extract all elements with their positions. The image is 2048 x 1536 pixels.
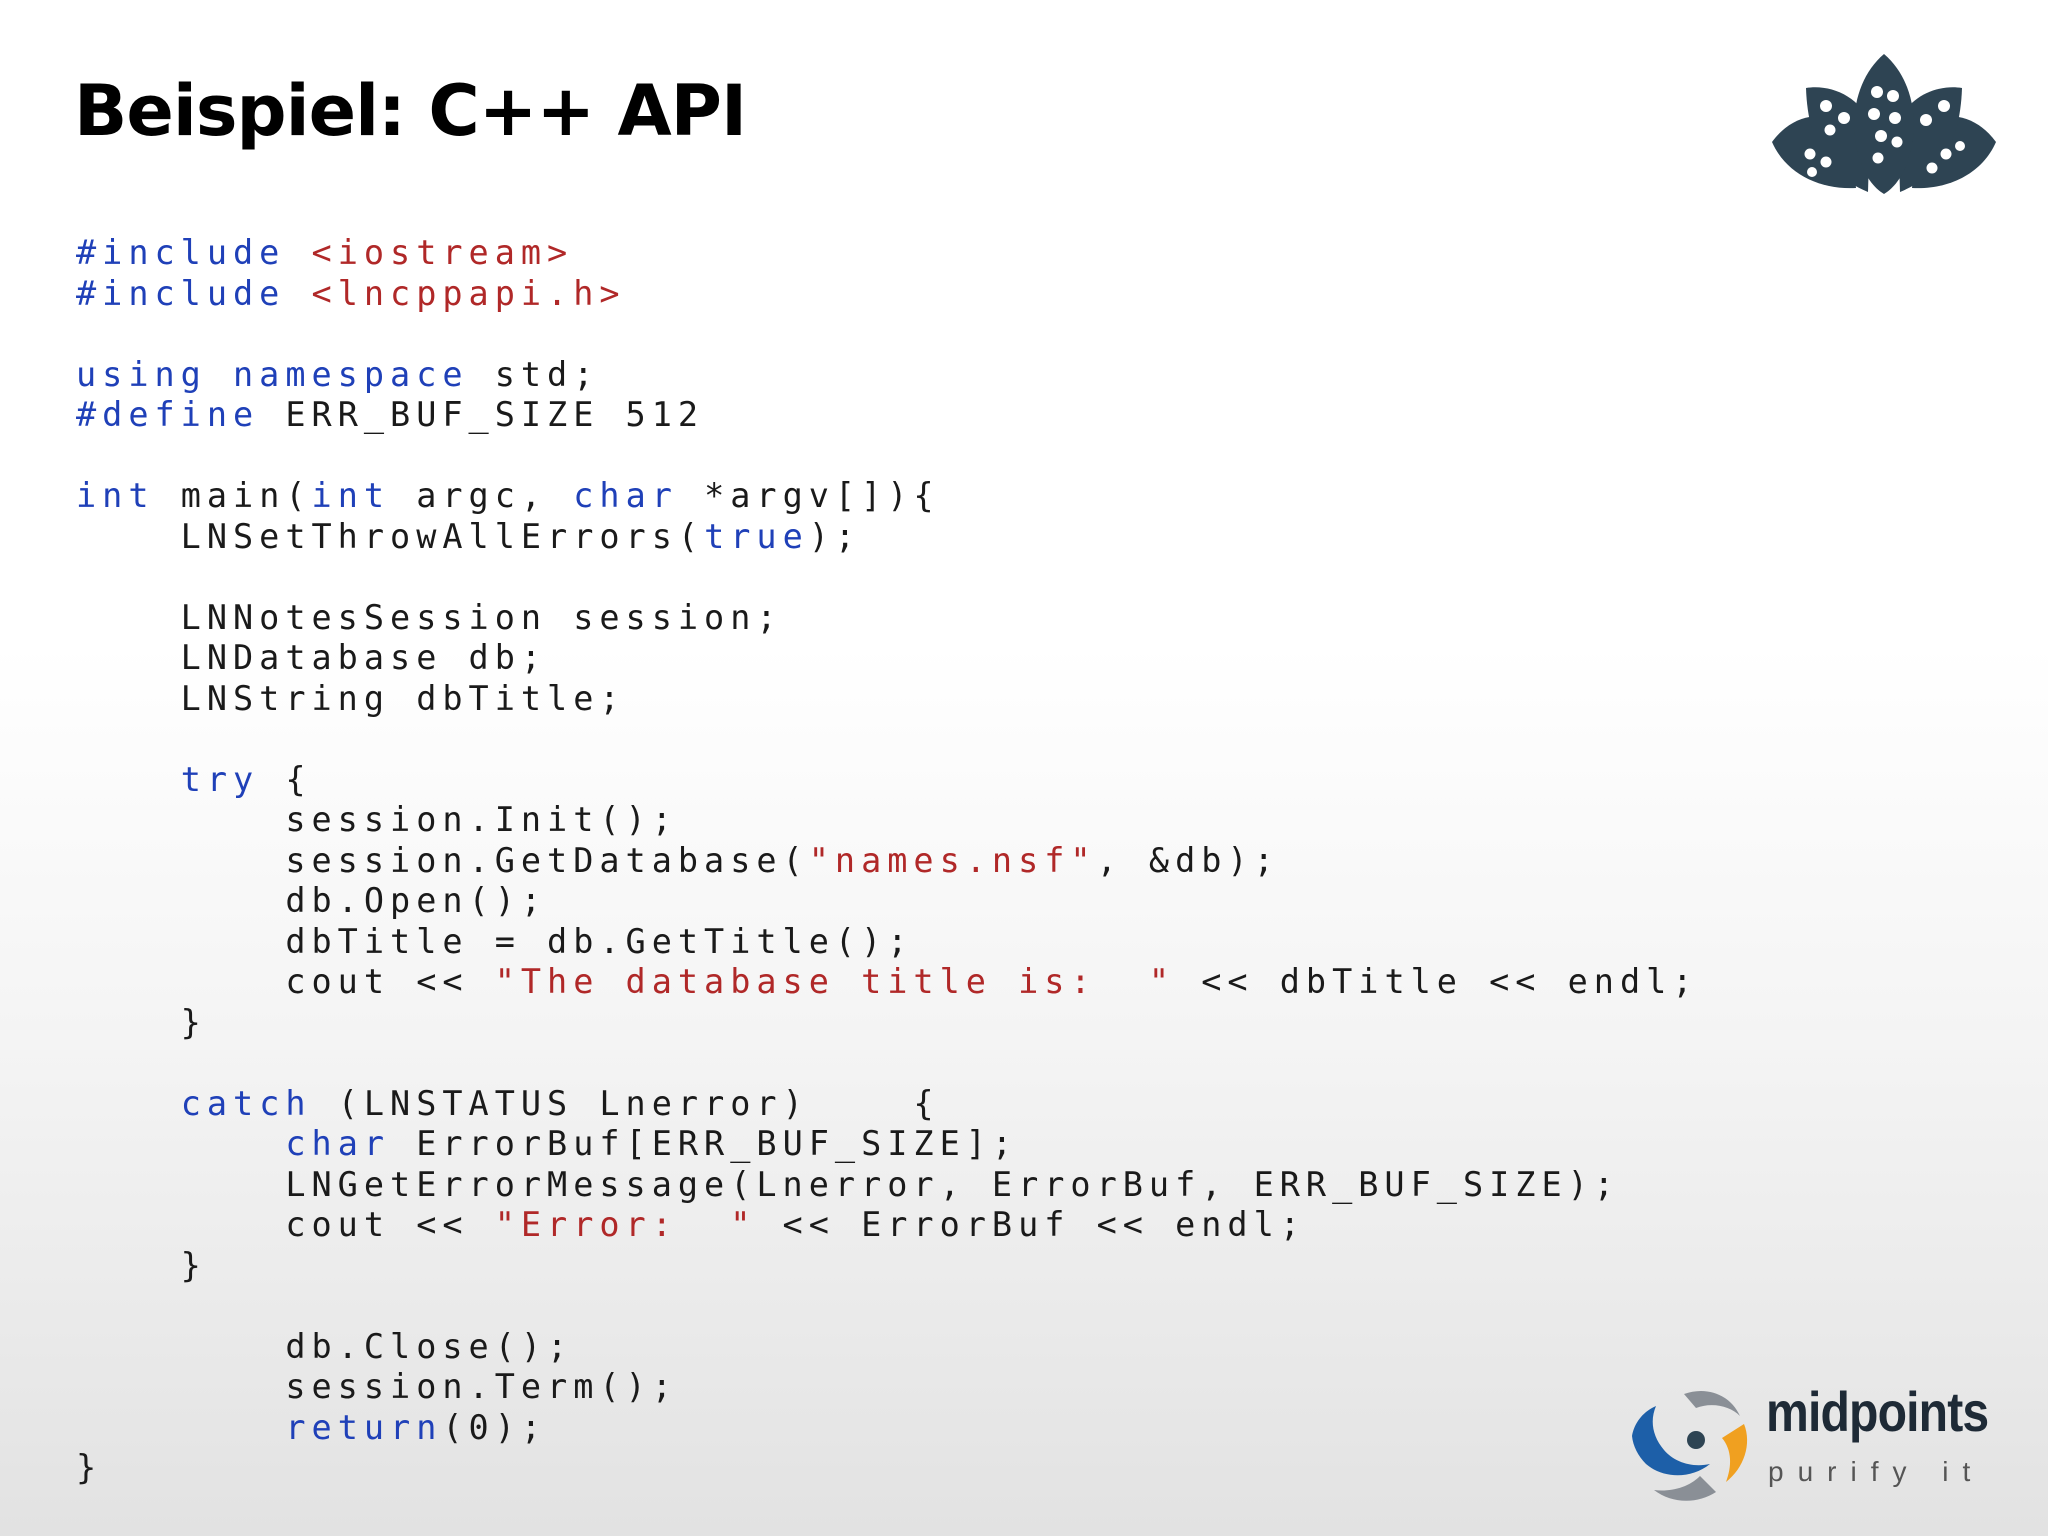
code-token: (0); <box>442 1407 548 1447</box>
code-token: using namespace <box>76 354 495 394</box>
code-line: #include <lncppapi.h> <box>76 274 1698 315</box>
code-line: return(0); <box>76 1408 1698 1449</box>
code-line: LNSetThrowAllErrors(true); <box>76 517 1698 558</box>
code-line: LNNotesSession session; <box>76 598 1698 639</box>
code-token <box>76 1084 181 1123</box>
code-line: #include <iostream> <box>76 233 1698 274</box>
code-token: , &db); <box>1096 840 1280 880</box>
code-token: } <box>76 1245 207 1285</box>
code-line: session.Init(); <box>76 800 1698 841</box>
code-token: "names.nsf" <box>808 840 1097 880</box>
code-token: char <box>573 476 705 515</box>
code-token: LNSetThrowAllErrors( <box>76 516 705 556</box>
lotus-logo-icon <box>1772 54 1996 194</box>
code-line <box>76 557 1698 598</box>
code-line <box>76 314 1698 355</box>
code-token: cout << <box>76 1205 495 1244</box>
code-line: LNString dbTitle; <box>76 679 1698 720</box>
company-tagline: purify it <box>1768 1456 1985 1487</box>
code-token: int <box>311 476 417 515</box>
code-token: LNString dbTitle; <box>76 678 626 718</box>
code-line: LNGetErrorMessage(Lnerror, ErrorBuf, ERR… <box>76 1165 1698 1206</box>
code-line <box>76 1286 1698 1327</box>
code-token: try <box>180 759 286 799</box>
code-token: cout << <box>76 962 495 1001</box>
code-line: LNDatabase db; <box>76 638 1698 679</box>
code-token: catch <box>180 1083 338 1123</box>
code-line: try { <box>76 760 1698 801</box>
code-token: (LNSTATUS Lnerror) { <box>337 1083 940 1123</box>
code-block: #include <iostream>#include <lncppapi.h>… <box>76 233 1698 1489</box>
code-token: ERR_BUF_SIZE 512 <box>285 395 705 434</box>
code-token: std; <box>494 354 600 394</box>
midpoints-swirl-icon <box>1632 1390 1748 1501</box>
code-line: } <box>76 1003 1698 1044</box>
code-token: { <box>285 759 312 799</box>
code-token: main( <box>180 476 312 515</box>
code-token: session.Term(); <box>76 1367 678 1406</box>
code-token: "Error: " <box>494 1205 757 1244</box>
code-token: <iostream> <box>311 233 574 272</box>
code-line: catch (LNSTATUS Lnerror) { <box>76 1084 1698 1125</box>
code-token: "The database title is: " <box>494 962 1176 1001</box>
code-line <box>76 719 1698 760</box>
code-line: } <box>76 1448 1698 1489</box>
code-line: char ErrorBuf[ERR_BUF_SIZE]; <box>76 1124 1698 1165</box>
code-token: LNDatabase db; <box>76 638 548 677</box>
code-token: *argv[]){ <box>704 476 940 515</box>
midpoints-logo: midpoints purify it <box>1626 1380 2006 1510</box>
code-line <box>76 1043 1698 1084</box>
code-token: <lncppapi.h> <box>311 273 626 313</box>
code-token: #include <box>76 273 312 313</box>
company-name: midpoints <box>1766 1380 1989 1443</box>
code-token: LNGetErrorMessage(Lnerror, ErrorBuf, ERR… <box>76 1164 1620 1204</box>
code-line: using namespace std; <box>76 355 1698 396</box>
code-token: return <box>285 1407 443 1447</box>
code-token: << dbTitle << endl; <box>1175 962 1699 1001</box>
code-token: << ErrorBuf << endl; <box>756 1205 1306 1244</box>
code-token: db.Close(); <box>76 1326 574 1366</box>
code-token: ErrorBuf[ERR_BUF_SIZE]; <box>416 1124 1019 1163</box>
slide-title: Beispiel: C++ API <box>74 70 747 152</box>
code-token: session.GetDatabase( <box>76 840 809 880</box>
code-token <box>76 1124 285 1163</box>
code-line: cout << "The database title is: " << dbT… <box>76 962 1698 1003</box>
code-token: LNNotesSession session; <box>76 597 783 637</box>
code-line: int main(int argc, char *argv[]){ <box>76 476 1698 517</box>
code-line: session.Term(); <box>76 1367 1698 1408</box>
code-token: ); <box>808 516 862 556</box>
code-token: int <box>76 476 181 515</box>
code-token: char <box>285 1124 417 1163</box>
code-line: db.Open(); <box>76 881 1698 922</box>
code-token: } <box>76 1448 103 1487</box>
code-line: } <box>76 1246 1698 1287</box>
code-line: cout << "Error: " << ErrorBuf << endl; <box>76 1205 1698 1246</box>
code-line <box>76 436 1698 477</box>
code-token: session.Init(); <box>76 800 678 839</box>
code-token: dbTitle = db.GetTitle(); <box>76 921 914 961</box>
code-token: db.Open(); <box>76 881 548 920</box>
code-line: dbTitle = db.GetTitle(); <box>76 922 1698 963</box>
code-line: #define ERR_BUF_SIZE 512 <box>76 395 1698 436</box>
code-token: argc, <box>416 476 574 515</box>
code-token: #define <box>76 395 286 434</box>
code-line: session.GetDatabase("names.nsf", &db); <box>76 841 1698 882</box>
code-token: } <box>76 1002 207 1042</box>
code-token: #include <box>76 233 312 272</box>
code-token: true <box>704 516 809 556</box>
code-line: db.Close(); <box>76 1327 1698 1368</box>
code-token <box>76 1408 285 1447</box>
code-token <box>76 760 181 799</box>
